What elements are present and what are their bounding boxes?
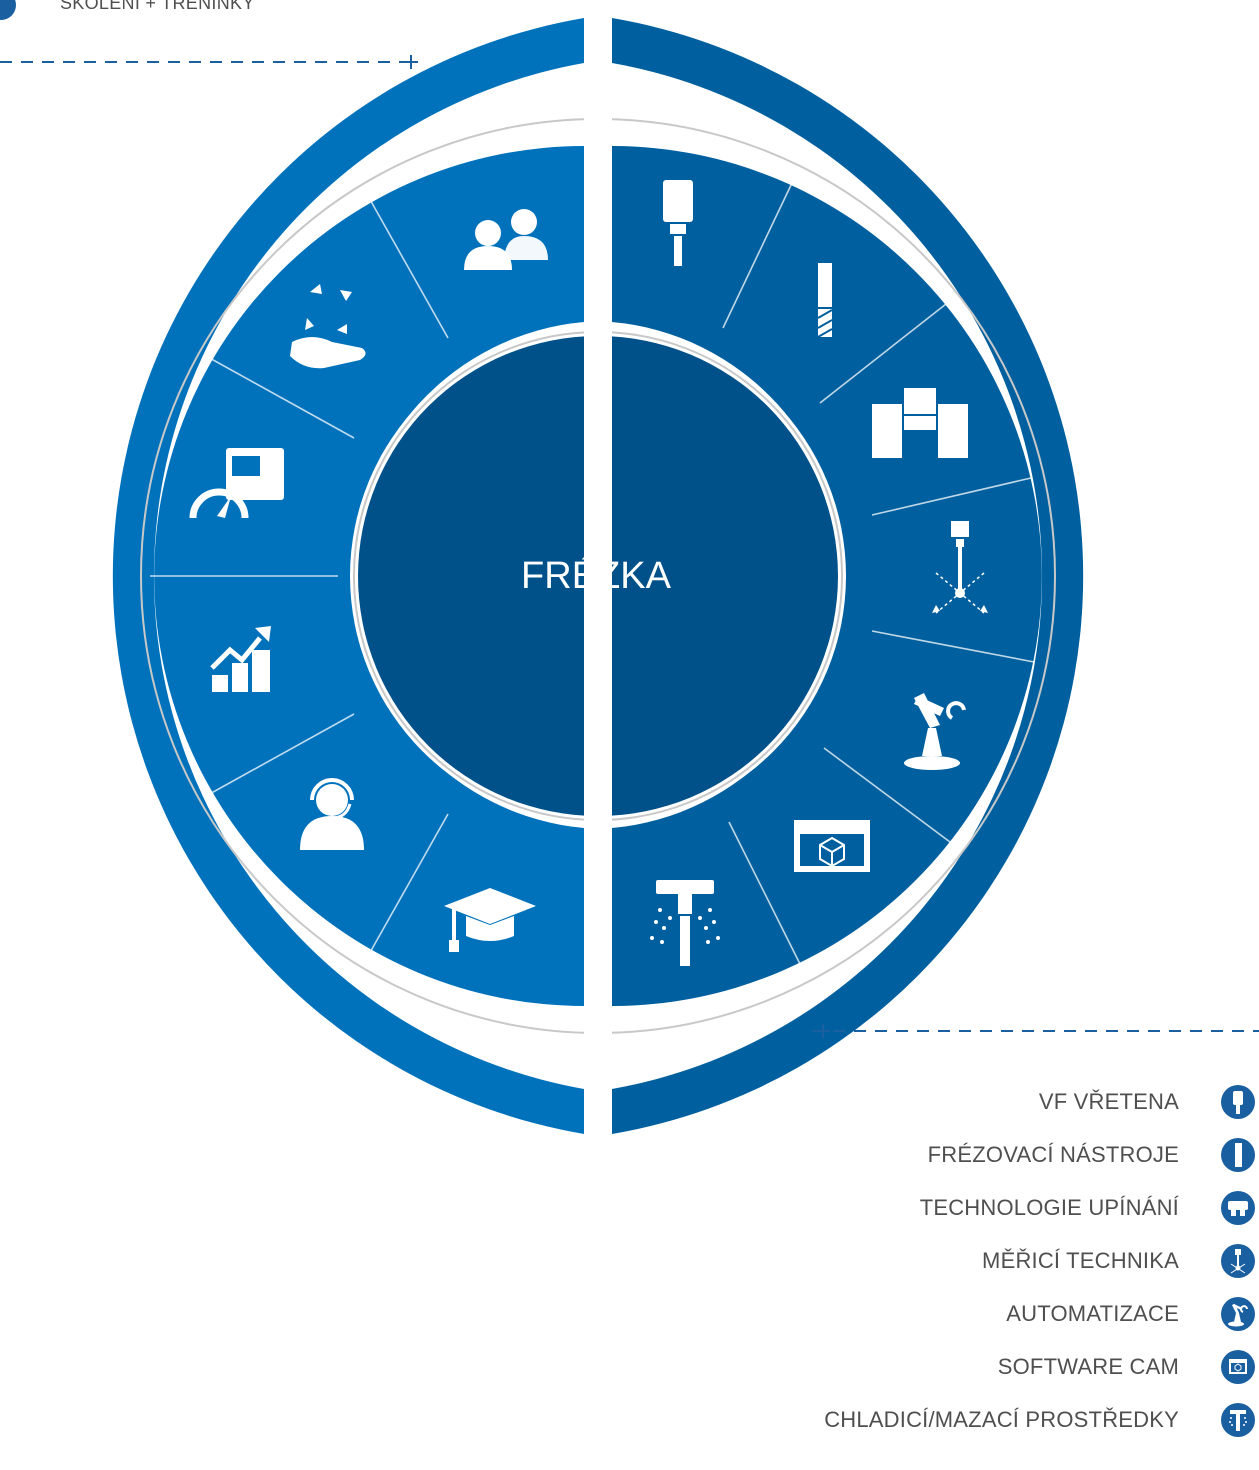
legend-label-cam-software: SOFTWARE CAM — [997, 1353, 1179, 1379]
coolant-icon — [1221, 1402, 1255, 1437]
robot-arm-icon — [904, 693, 966, 770]
technologie-outer-ring — [612, 18, 1084, 1134]
clamping-icon — [1221, 1190, 1255, 1225]
training-icon — [0, 0, 16, 20]
technologie-segment-ring — [612, 146, 1042, 1006]
users-icon — [464, 209, 548, 270]
recycle-hand-icon — [290, 284, 366, 369]
legend-label-coolants: CHLADICÍ/MAZACÍ PROSTŘEDKY — [824, 1406, 1179, 1432]
cam-software-icon — [1221, 1349, 1255, 1384]
growth-chart-icon — [210, 626, 271, 692]
legend-label-automation: AUTOMATIZACE — [1006, 1300, 1179, 1326]
legend-label-spindles: VF VŘETENA — [1038, 1088, 1179, 1114]
legend-item: VF VŘETENA — [559, 1075, 1259, 1128]
milling-tool-icon — [1221, 1137, 1255, 1172]
training-callout-label: ŠKOLENÍ + TRÉNINKY — [60, 0, 255, 13]
legend-label-clamping: TECHNOLOGIE UPÍNÁNÍ — [919, 1194, 1179, 1220]
spindle-icon — [663, 180, 693, 266]
coolant-icon — [650, 880, 720, 966]
robot-arm-icon — [1221, 1296, 1255, 1331]
technologie-label: TECHNOLOGIE — [1099, 438, 1141, 715]
training-callout: ŠKOLENÍ + TRÉNINKY — [0, 0, 255, 20]
servis-segment-ring — [154, 146, 584, 1006]
legend-item: CHLADICÍ/MAZACÍ PROSTŘEDKY — [559, 1393, 1259, 1446]
cam-software-icon — [794, 820, 870, 872]
legend-label-measuring: MĚŘICÍ TECHNIKA — [982, 1247, 1179, 1273]
support-headset-icon — [300, 778, 364, 850]
measuring-probe-icon — [1221, 1243, 1255, 1278]
servis-label: SERVIS — [55, 507, 97, 646]
legend-label-milling-tools: FRÉZOVACÍ NÁSTROJE — [927, 1141, 1179, 1167]
milling-tool-icon — [817, 263, 833, 338]
machine-gauge-icon — [189, 448, 284, 519]
center-label: FRÉZKA — [521, 554, 672, 597]
servis-outer-ring — [112, 18, 584, 1134]
legend-item: TECHNOLOGIE UPÍNÁNÍ — [559, 1181, 1259, 1234]
legend-item: FRÉZOVACÍ NÁSTROJE — [559, 1128, 1259, 1181]
measuring-probe-icon — [932, 521, 988, 614]
graduation-cap-icon — [444, 888, 536, 952]
spindle-icon — [1221, 1084, 1255, 1119]
technology-legend: VF VŘETENA FRÉZOVACÍ NÁSTROJE TECHNOLOGI… — [559, 1075, 1259, 1446]
legend-item: MĚŘICÍ TECHNIKA — [559, 1234, 1259, 1287]
legend-item: SOFTWARE CAM — [559, 1340, 1259, 1393]
clamping-icon — [872, 388, 968, 458]
legend-item: AUTOMATIZACE — [559, 1287, 1259, 1340]
